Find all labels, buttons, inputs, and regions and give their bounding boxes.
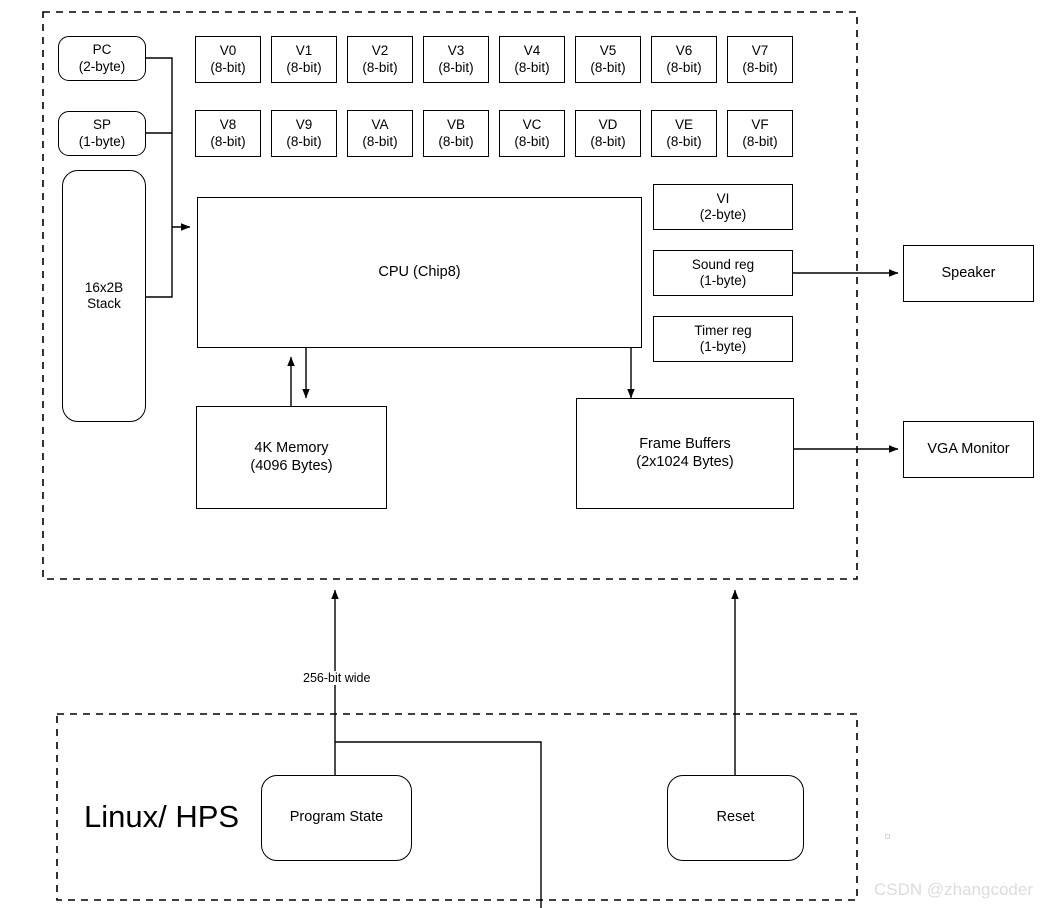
v-register-name: VF: [751, 117, 769, 133]
v-register-name: VA: [371, 117, 389, 133]
reset-label: Reset: [716, 809, 755, 826]
program-state-block: Program State: [261, 775, 412, 861]
sp-register: SP (1-byte): [58, 111, 146, 156]
timer-register-sublabel: (1-byte): [699, 339, 747, 354]
stack-block: 16x2B Stack: [62, 170, 146, 422]
cpu-block: CPU (Chip8): [197, 197, 642, 348]
v-register-name: V4: [523, 43, 541, 59]
bus-width-label: 256-bit wide: [301, 671, 373, 685]
pc-register-label: PC: [92, 42, 112, 58]
v-register-width: (8-bit): [362, 59, 398, 75]
vga-monitor-label: VGA Monitor: [927, 440, 1010, 457]
v-register-v9: V9 (8-bit): [271, 110, 337, 157]
vi-register: VI (2-byte): [653, 184, 793, 230]
v-register-vc: VC (8-bit): [499, 110, 565, 157]
v-register-v0: V0 (8-bit): [195, 36, 261, 83]
memory-block-label: 4K Memory: [254, 439, 329, 456]
v-register-name: V8: [219, 117, 237, 133]
memory-block-sublabel: (4096 Bytes): [250, 457, 333, 474]
v-register-v1: V1 (8-bit): [271, 36, 337, 83]
vi-register-sublabel: (2-byte): [699, 207, 747, 222]
v-register-v4: V4 (8-bit): [499, 36, 565, 83]
sound-register: Sound reg (1-byte): [653, 250, 793, 296]
v-register-vf: VF (8-bit): [727, 110, 793, 157]
v-register-width: (8-bit): [590, 133, 626, 149]
vi-register-label: VI: [716, 190, 730, 206]
frame-buffers-block: Frame Buffers (2x1024 Bytes): [576, 398, 794, 509]
v-register-vd: VD (8-bit): [575, 110, 641, 157]
v-register-name: V6: [675, 43, 693, 59]
stack-sublabel: Stack: [87, 296, 121, 311]
timer-register-label: Timer reg: [694, 322, 752, 338]
program-state-label: Program State: [289, 809, 384, 826]
v-register-name: V0: [219, 43, 237, 59]
v-register-name: V7: [751, 43, 769, 59]
v-register-va: VA (8-bit): [347, 110, 413, 157]
v-register-width: (8-bit): [286, 133, 322, 149]
v-register-width: (8-bit): [666, 59, 702, 75]
sp-register-label: SP: [92, 117, 111, 133]
pc-register-sublabel: (2-byte): [78, 58, 126, 74]
register-bus-connector: [146, 57, 191, 298]
v-register-width: (8-bit): [742, 59, 778, 75]
v-register-width: (8-bit): [666, 133, 702, 149]
v-register-name: V3: [447, 43, 465, 59]
v-register-width: (8-bit): [438, 59, 474, 75]
v-register-v7: V7 (8-bit): [727, 36, 793, 83]
v-register-name: VE: [674, 117, 693, 133]
v-register-name: VD: [598, 117, 618, 133]
v-register-ve: VE (8-bit): [651, 110, 717, 157]
v-register-width: (8-bit): [362, 133, 398, 149]
vga-monitor-block: VGA Monitor: [903, 421, 1034, 478]
stray-dot-marker: [885, 834, 890, 839]
v-register-name: V2: [371, 43, 389, 59]
v-register-width: (8-bit): [286, 59, 322, 75]
v-register-name: V5: [599, 43, 617, 59]
v-register-v6: V6 (8-bit): [651, 36, 717, 83]
sound-register-sublabel: (1-byte): [699, 273, 747, 288]
v-register-width: (8-bit): [210, 133, 246, 149]
v-register-width: (8-bit): [514, 59, 550, 75]
v-register-name: VB: [446, 117, 465, 133]
memory-block: 4K Memory (4096 Bytes): [196, 406, 387, 509]
stack-label: 16x2B: [84, 279, 124, 295]
v-register-v8: V8 (8-bit): [195, 110, 261, 157]
v-register-width: (8-bit): [514, 133, 550, 149]
v-register-width: (8-bit): [438, 133, 474, 149]
sound-register-label: Sound reg: [691, 256, 755, 272]
reset-block: Reset: [667, 775, 804, 861]
v-register-v3: V3 (8-bit): [423, 36, 489, 83]
v-register-width: (8-bit): [590, 59, 626, 75]
speaker-label: Speaker: [941, 264, 996, 281]
csdn-watermark: CSDN @zhangcoder: [874, 880, 1033, 899]
v-register-name: V1: [295, 43, 313, 59]
v-register-v2: V2 (8-bit): [347, 36, 413, 83]
cpu-block-label: CPU (Chip8): [378, 263, 461, 280]
hps-region-label: Linux/ HPS: [84, 799, 240, 834]
speaker-block: Speaker: [903, 245, 1034, 302]
sp-register-sublabel: (1-byte): [78, 133, 126, 149]
v-register-name: VC: [522, 117, 542, 133]
v-register-v5: V5 (8-bit): [575, 36, 641, 83]
v-register-vb: VB (8-bit): [423, 110, 489, 157]
pc-register: PC (2-byte): [58, 36, 146, 81]
frame-buffers-sublabel: (2x1024 Bytes): [636, 453, 734, 470]
v-register-width: (8-bit): [210, 59, 246, 75]
timer-register: Timer reg (1-byte): [653, 316, 793, 362]
cpu-memory-connector: [287, 348, 310, 406]
v-register-name: V9: [295, 117, 313, 133]
frame-buffers-label: Frame Buffers: [639, 435, 731, 452]
v-register-width: (8-bit): [742, 133, 778, 149]
